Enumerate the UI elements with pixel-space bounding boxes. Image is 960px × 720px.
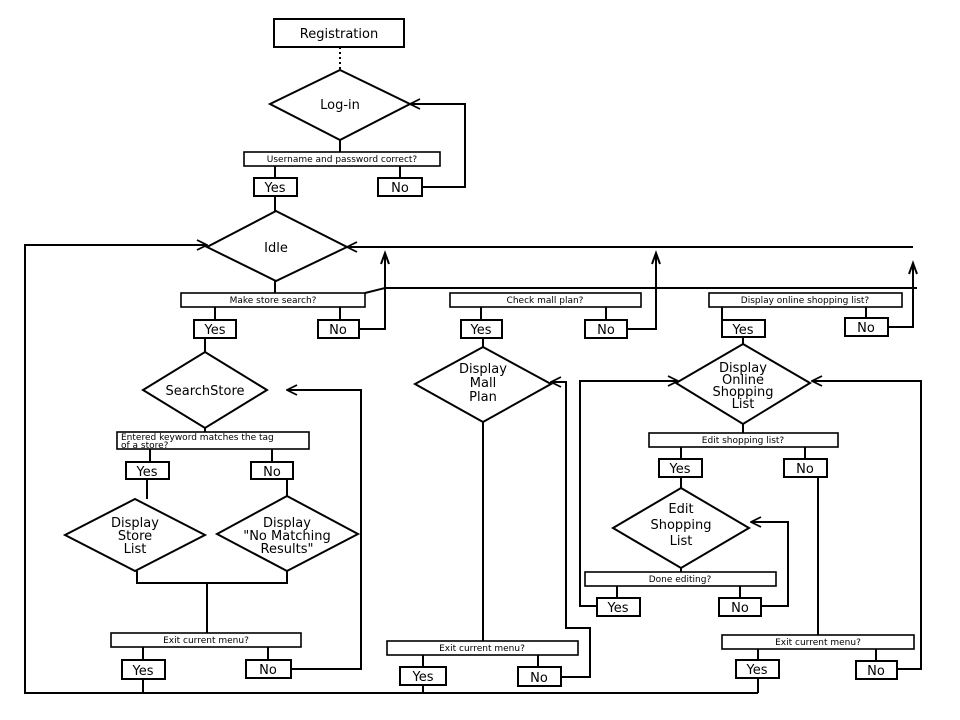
mall-plan-decision: Display Mall Plan [412, 345, 554, 424]
edit-list-question-label: Edit shopping list? [702, 436, 785, 446]
edit-no-node: No [783, 458, 828, 478]
login-label: Log-in [320, 98, 360, 113]
exit2-yes-label: Yes [412, 670, 434, 685]
exit2-yes-node: Yes [399, 666, 447, 686]
edit-yes-label: Yes [669, 462, 691, 477]
login-yes-label: Yes [264, 181, 286, 196]
search-store-label: SearchStore [165, 384, 244, 399]
exit2-no-node: No [517, 666, 562, 687]
store-no-node: No [317, 319, 360, 339]
mall-yes-node: Yes [460, 319, 503, 339]
keyword-no-node: No [250, 461, 294, 480]
exit-menu-label-2: Exit current menu? [439, 644, 525, 654]
done-no-node: No [718, 597, 762, 617]
exit3-yes-label: Yes [746, 663, 768, 678]
registration-node: Registration [273, 18, 405, 48]
mall-plan-line3: Plan [469, 390, 497, 405]
mall-no-label: No [597, 323, 615, 338]
store-list-line2: Store [118, 529, 152, 544]
exit3-yes-node: Yes [735, 659, 780, 679]
exit1-yes-node: Yes [121, 659, 166, 680]
shop-no-node: No [844, 317, 889, 337]
edit-list-line3: List [670, 534, 693, 549]
store-search-question: Make store search? [180, 292, 366, 308]
store-list-line3: List [124, 542, 147, 557]
no-results-line2: "No Matching [243, 529, 331, 544]
login-check-bar: Username and password correct? [243, 151, 441, 167]
login-check-label: Username and password correct? [267, 155, 418, 165]
keyword-no-label: No [263, 465, 281, 480]
login-decision: Log-in [267, 68, 413, 142]
exit1-no-label: No [259, 663, 277, 678]
done-no-label: No [731, 601, 749, 616]
mall-plan-question: Check mall plan? [449, 292, 642, 308]
mall-plan-question-label: Check mall plan? [507, 296, 584, 306]
idle-decision: Idle [204, 209, 350, 283]
edit-list-decision: Edit Shopping List [611, 486, 751, 570]
exit-menu-question-3: Exit current menu? [721, 634, 915, 650]
exit-menu-label-3: Exit current menu? [775, 638, 861, 648]
exit1-yes-label: Yes [132, 664, 154, 679]
login-no-node: No [377, 177, 423, 197]
exit-menu-question-2: Exit current menu? [386, 640, 579, 656]
search-store-decision: SearchStore [141, 350, 269, 430]
edit-list-line1: Edit [668, 502, 693, 517]
shop-yes-node: Yes [721, 319, 766, 338]
done-editing-question: Done editing? [584, 571, 777, 587]
store-list-decision: Display Store List [62, 497, 208, 573]
keyword-yes-label: Yes [136, 465, 158, 480]
exit1-no-node: No [245, 659, 292, 679]
no-results-line1: Display [263, 516, 311, 531]
store-no-label: No [329, 323, 347, 338]
done-yes-node: Yes [596, 597, 641, 617]
idle-label: Idle [264, 241, 288, 256]
keyword-question: Entered keyword matches the tag of a sto… [116, 431, 310, 451]
registration-label: Registration [300, 27, 378, 42]
no-results-decision: Display "No Matching Results" [214, 494, 361, 573]
exit3-no-label: No [867, 664, 885, 679]
keyword-yes-node: Yes [125, 461, 170, 480]
edit-no-label: No [796, 462, 814, 477]
exit3-no-node: No [855, 660, 898, 680]
shopping-list-question: Display online shopping list? [708, 292, 903, 308]
shop-no-label: No [857, 321, 875, 336]
done-yes-label: Yes [607, 601, 629, 616]
store-search-label: Make store search? [230, 296, 317, 306]
online-list-line1: Display [719, 361, 767, 376]
store-yes-label: Yes [204, 323, 226, 338]
store-yes-node: Yes [193, 319, 237, 339]
online-list-decision: Display Online Shopping List [674, 342, 812, 426]
store-list-line1: Display [111, 516, 159, 531]
keyword-question-line2: of a store? [121, 441, 169, 451]
no-results-line3: Results" [261, 542, 314, 557]
mall-yes-label: Yes [470, 323, 492, 338]
login-yes-node: Yes [253, 177, 298, 197]
login-no-label: No [391, 181, 409, 196]
done-editing-label: Done editing? [649, 575, 712, 585]
mall-no-node: No [584, 319, 628, 339]
online-list-line2: Online [722, 373, 764, 388]
shop-yes-label: Yes [732, 323, 754, 338]
online-list-line4: List [732, 397, 755, 412]
mall-plan-line1: Display [459, 362, 507, 377]
edit-list-question: Edit shopping list? [648, 432, 839, 448]
shopping-list-question-label: Display online shopping list? [741, 296, 870, 306]
connectors [24, 47, 922, 694]
mall-plan-line2: Mall [470, 376, 496, 391]
exit2-no-label: No [530, 671, 548, 686]
exit-menu-label-1: Exit current menu? [163, 636, 249, 646]
edit-yes-node: Yes [658, 458, 703, 478]
keyword-question-line1: Entered keyword matches the tag [121, 433, 274, 443]
edit-list-line2: Shopping [650, 518, 711, 533]
exit-menu-question-1: Exit current menu? [110, 632, 302, 648]
online-list-line3: Shopping [712, 385, 773, 400]
